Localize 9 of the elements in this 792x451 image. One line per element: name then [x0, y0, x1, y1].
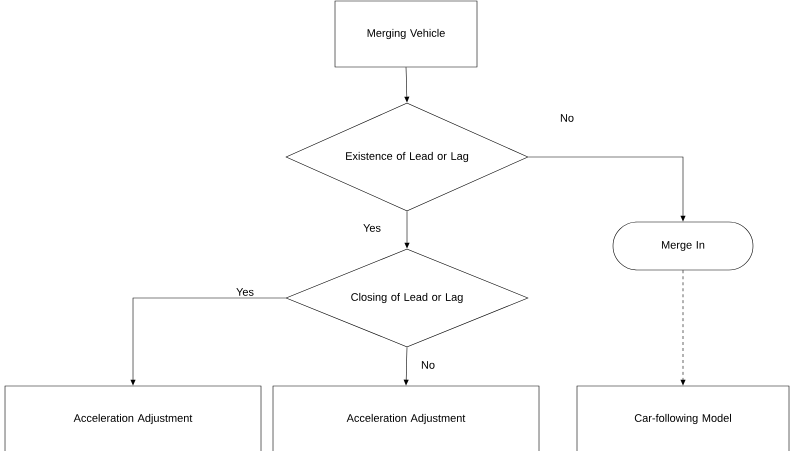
terminal-box: Merge In	[612, 222, 754, 270]
edge-label: Yes	[362, 223, 382, 233]
edge-label: No	[559, 113, 575, 123]
process-box: Acceleration Adjustment	[272, 386, 540, 451]
process-box: Car-following Model	[576, 386, 790, 451]
edge-label: No	[420, 360, 436, 370]
edge-label: Yes	[235, 287, 255, 297]
process-box: Acceleration Adjustment	[4, 386, 262, 451]
process-box: Merging Vehicle	[334, 0, 478, 68]
